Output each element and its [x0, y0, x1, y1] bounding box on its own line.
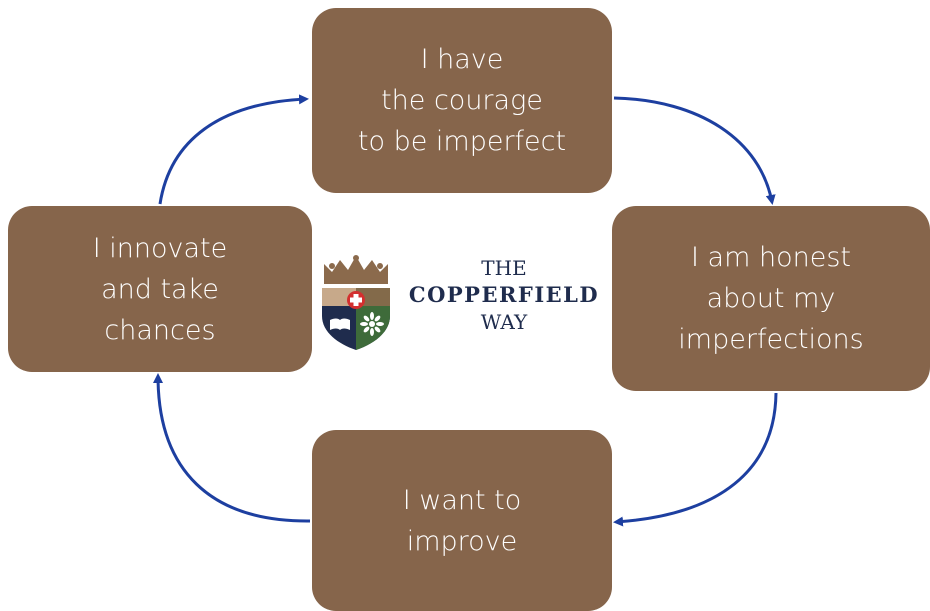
book-icon — [330, 318, 350, 330]
copperfield-logo: THE COPPERFIELD WAY — [320, 254, 610, 354]
step-text-left: I innovate and take chances — [92, 232, 228, 346]
logo-line-copperfield: COPPERFIELD — [408, 282, 600, 307]
step-box-bottom: I want to improve — [312, 430, 612, 611]
logo-wordmark: THE COPPERFIELD WAY — [398, 254, 610, 334]
step-box-top: I have the courage to be imperfect — [312, 8, 612, 193]
step-box-left: I innovate and take chances — [8, 206, 312, 372]
step-text-top: I have the courage to be imperfect — [357, 44, 567, 157]
arrow-left-to-top — [158, 94, 309, 205]
step-box-right: I am honest about my imperfections — [612, 206, 930, 391]
step-text-bottom: I want to improve — [402, 484, 522, 557]
step-text-right: I am honest about my imperfections — [678, 242, 864, 355]
crest-icon — [322, 255, 390, 350]
arrow-top-to-right — [613, 96, 776, 205]
crown-icon — [324, 256, 388, 284]
arrow-bottom-to-left — [153, 373, 311, 523]
arrow-right-to-bottom — [613, 392, 778, 527]
edelweiss-icon — [360, 312, 384, 336]
logo-line-way: WAY — [480, 310, 528, 334]
logo-line-the: THE — [481, 256, 527, 280]
